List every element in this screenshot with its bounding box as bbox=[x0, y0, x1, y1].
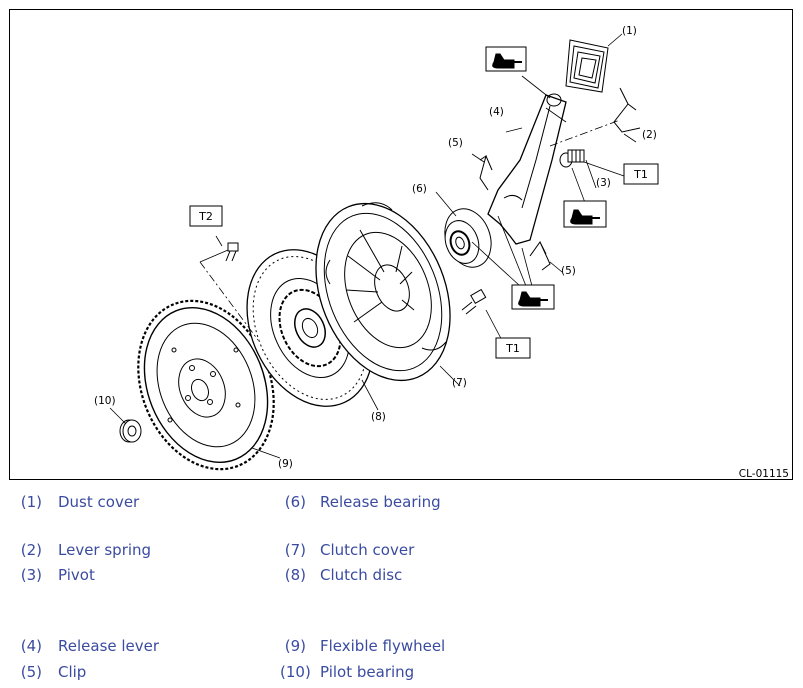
legend-num: (5) bbox=[20, 663, 42, 681]
legend-label: Pivot bbox=[58, 566, 95, 584]
legend-item-10: (10) Pilot bearing bbox=[280, 663, 414, 681]
legend-label: Release lever bbox=[58, 637, 160, 655]
clutch-diagram: T2 T1 T1 (1) (2) (3) (4) (5) (5) (6) (7)… bbox=[94, 25, 789, 480]
torque-box-t1-lower bbox=[495, 337, 531, 359]
callout-2: (2) bbox=[642, 129, 657, 141]
clip-drawing-upper bbox=[479, 154, 493, 191]
torque-label-t2: T2 bbox=[198, 210, 213, 223]
legend-label: Clutch disc bbox=[320, 566, 403, 584]
callout-6: (6) bbox=[412, 183, 427, 195]
bolt-t1-drawing bbox=[461, 288, 487, 315]
legend-num: (3) bbox=[20, 566, 42, 584]
legend-num: (10) bbox=[280, 663, 311, 681]
exploded-view-figure: T2 T1 T1 (1) (2) (3) (4) (5) (5) (6) (7)… bbox=[9, 9, 793, 480]
torque-box-t2 bbox=[189, 205, 223, 227]
legend-label: Release bearing bbox=[320, 493, 441, 511]
legend-item-2: (2) Lever spring bbox=[20, 541, 151, 559]
callout-8: (8) bbox=[371, 411, 386, 423]
callout-1: (1) bbox=[622, 25, 637, 37]
legend-item-5: (5) Clip bbox=[20, 663, 87, 681]
legend-label: Lever spring bbox=[58, 541, 152, 559]
grease-tube-icon bbox=[511, 284, 555, 310]
legend-num: (6) bbox=[284, 493, 306, 511]
pilot-bearing-drawing bbox=[119, 419, 142, 443]
legend-label: Clutch cover bbox=[320, 541, 415, 559]
lever-spring-drawing bbox=[613, 87, 641, 133]
callout-7: (7) bbox=[452, 377, 467, 389]
legend-label: Dust cover bbox=[58, 493, 140, 511]
legend-item-3: (3) Pivot bbox=[20, 566, 95, 584]
torque-label-t1-upper: T1 bbox=[633, 168, 648, 181]
legend-num: (4) bbox=[20, 637, 42, 655]
release-bearing-drawing bbox=[444, 208, 492, 268]
legend-label: Flexible flywheel bbox=[320, 637, 446, 655]
legend: (1) Dust cover (6) Release bearing (2) L… bbox=[0, 488, 803, 688]
legend-num: (7) bbox=[284, 541, 306, 559]
release-lever-drawing bbox=[487, 93, 567, 245]
clutch-cover-drawing bbox=[315, 202, 451, 382]
legend-label: Pilot bearing bbox=[320, 663, 415, 681]
legend-num: (9) bbox=[284, 637, 306, 655]
torque-box-t1-upper bbox=[623, 163, 659, 185]
legend-num: (2) bbox=[20, 541, 42, 559]
clip-drawing-lower bbox=[529, 241, 551, 271]
callout-5-upper: (5) bbox=[448, 137, 463, 149]
legend-num: (1) bbox=[20, 493, 42, 511]
legend-item-1: (1) Dust cover bbox=[20, 493, 139, 511]
callout-3: (3) bbox=[596, 177, 611, 189]
legend-label: Clip bbox=[58, 663, 87, 681]
figure-code: CL-01115 bbox=[739, 468, 789, 480]
torque-label-t1-lower: T1 bbox=[505, 342, 520, 355]
callout-9: (9) bbox=[278, 458, 293, 470]
dust-cover-drawing bbox=[565, 39, 609, 93]
grease-tube-icon bbox=[563, 200, 607, 228]
legend-item-7: (7) Clutch cover bbox=[284, 541, 415, 559]
callout-4: (4) bbox=[489, 106, 504, 118]
bolt-t2-drawing bbox=[225, 242, 239, 262]
callout-10: (10) bbox=[94, 395, 116, 407]
legend-item-4: (4) Release lever bbox=[20, 637, 159, 655]
legend-item-6: (6) Release bearing bbox=[284, 493, 441, 511]
legend-item-8: (8) Clutch disc bbox=[284, 566, 403, 584]
legend-num: (8) bbox=[284, 566, 306, 584]
pivot-drawing bbox=[559, 149, 585, 168]
legend-item-9: (9) Flexible flywheel bbox=[284, 637, 445, 655]
grease-tube-icon bbox=[485, 46, 527, 72]
callout-5-lower: (5) bbox=[561, 265, 576, 277]
